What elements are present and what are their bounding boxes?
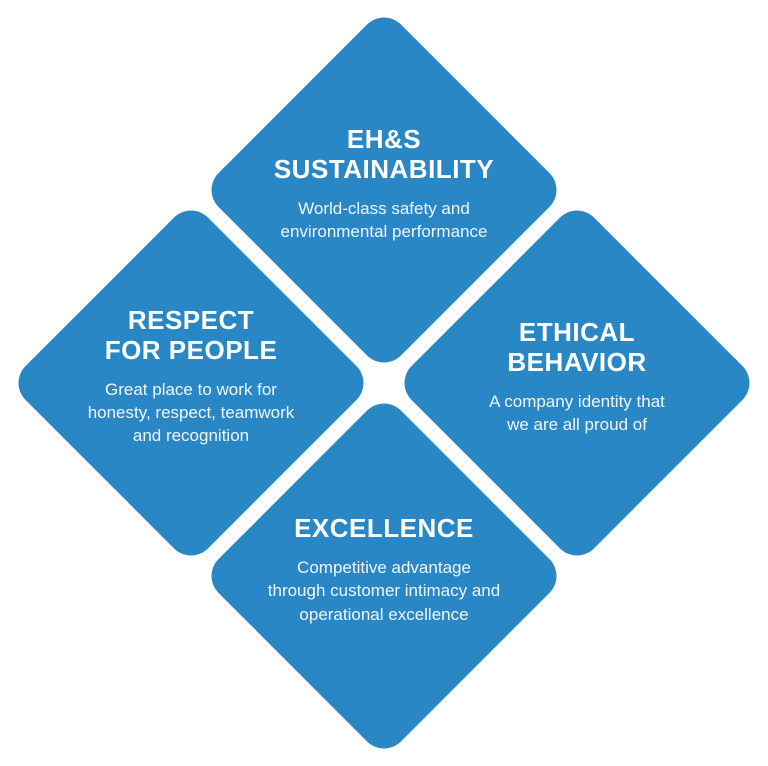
quadrant-subtitle-ethical-behavior: A company identity that we are all proud… — [489, 391, 665, 434]
quadrant-title-excellence: EXCELLENCE — [294, 513, 474, 544]
quadrant-text-left: RESPECT FOR PEOPLE Great place to work f… — [8, 194, 374, 560]
quadrant-text-top: EH&S SUSTAINABILITY World-class safety a… — [201, 1, 567, 367]
quadrant-title-ehs-sustainability: EH&S SUSTAINABILITY — [273, 124, 495, 184]
quadrant-ehs-sustainability: EH&S SUSTAINABILITY World-class safety a… — [201, 7, 567, 373]
quadrant-text-bottom: EXCELLENCE Competitive advantage through… — [201, 387, 567, 753]
quadrant-subtitle-ehs-sustainability: World-class safety and environmental per… — [280, 198, 488, 241]
quadrant-title-respect-for-people: RESPECT FOR PEOPLE — [104, 305, 278, 366]
quadrant-text-right: ETHICAL BEHAVIOR A company identity that… — [394, 194, 760, 560]
quadrant-title-ethical-behavior: ETHICAL BEHAVIOR — [507, 317, 647, 377]
quadrant-excellence: EXCELLENCE Competitive advantage through… — [201, 393, 567, 759]
quadrant-subtitle-excellence: Competitive advantage through customer i… — [267, 558, 501, 624]
quadrant-ethical-behavior: ETHICAL BEHAVIOR A company identity that… — [394, 200, 760, 566]
quadrant-respect-for-people: RESPECT FOR PEOPLE Great place to work f… — [8, 200, 374, 566]
quadrant-subtitle-respect-for-people: Great place to work for honesty, respect… — [87, 380, 295, 446]
